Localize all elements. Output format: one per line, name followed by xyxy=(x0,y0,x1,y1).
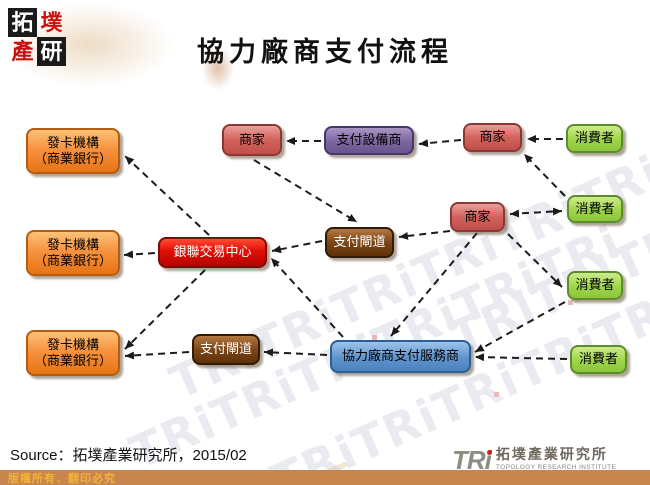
edge-gateway-2-to-issuer-3 xyxy=(124,351,190,360)
edge-gateway-1-to-unionpay xyxy=(271,240,323,254)
tri-logo-chinese: 拓墣產業研究所 xyxy=(495,447,608,463)
node-label: 發卡機構 xyxy=(46,336,99,352)
node-gateway-1: 支付閘道 xyxy=(325,227,394,258)
node-label: 消費者 xyxy=(578,351,618,367)
edge-merchant-3-to-consumer-3 xyxy=(507,233,563,288)
copyright-text: 版權所有．翻印必究 xyxy=(8,472,116,485)
edge-consumer-3-to-thirdparty xyxy=(474,301,566,353)
edge-thirdparty-to-unionpay xyxy=(270,257,344,338)
node-thirdparty-psp: 協力廠商支付服務商 xyxy=(330,340,471,373)
node-label: 協力廠商支付服務商 xyxy=(341,348,459,364)
node-label: 發卡機構 xyxy=(46,236,99,252)
node-label2: （商業銀行） xyxy=(33,253,112,268)
node-gateway-2: 支付閘道 xyxy=(192,334,260,365)
source-text: Source：拓墣產業研究所，2015/02 xyxy=(10,447,247,464)
edge-merchant-3-to-thirdparty xyxy=(390,232,478,337)
edge-merchant-2-to-equipment xyxy=(418,139,462,148)
node-equipment-vendor: 支付設備商 xyxy=(324,126,414,155)
tri-footer-logo: TRi 拓墣產業研究所 TOPOLOGY RESEARCH INSTITUTE xyxy=(452,444,642,475)
node-issuer-2: 發卡機構 （商業銀行） xyxy=(26,230,120,276)
node-merchant-1: 商家 xyxy=(222,124,282,156)
tri-logo-english: TOPOLOGY RESEARCH INSTITUTE xyxy=(495,463,617,471)
node-label: 發卡機構 xyxy=(46,134,99,150)
node-consumer-4: 消費者 xyxy=(570,345,627,374)
node-label2: （商業銀行） xyxy=(33,151,112,166)
node-label: 商家 xyxy=(479,129,506,145)
tri-logo-text: TRi xyxy=(452,444,492,475)
node-label: 銀聯交易中心 xyxy=(173,244,252,260)
node-label: 支付設備商 xyxy=(336,132,402,148)
node-consumer-2: 消費者 xyxy=(567,195,623,223)
node-issuer-3: 發卡機構 （商業銀行） xyxy=(26,330,120,376)
node-label2: （商業銀行） xyxy=(33,353,112,368)
edge-consumer-4-to-thirdparty xyxy=(474,353,568,362)
edge-unionpay-to-issuer-1 xyxy=(124,155,210,236)
node-label: 支付閘道 xyxy=(199,341,252,357)
tri-logo-red-dot-icon xyxy=(486,449,492,455)
edge-consumer-2-to-merchant-2 xyxy=(523,153,566,197)
edge-merchant-3-to-consumer-2 xyxy=(509,207,563,218)
node-label: 消費者 xyxy=(575,200,615,216)
node-merchant-3: 商家 xyxy=(450,202,505,232)
node-label: 商家 xyxy=(238,131,265,147)
node-consumer-1: 消費者 xyxy=(566,124,623,153)
node-label: 支付閘道 xyxy=(333,234,386,250)
node-merchant-2: 商家 xyxy=(463,123,522,152)
logo-char-1: 拓 xyxy=(8,8,37,37)
node-issuer-1: 發卡機構 （商業銀行） xyxy=(26,128,120,174)
node-consumer-3: 消費者 xyxy=(567,271,623,300)
edge-thirdparty-to-gateway-2 xyxy=(263,348,328,357)
page-title: 協力廠商支付流程 xyxy=(197,37,453,67)
edge-unionpay-to-issuer-2 xyxy=(123,250,156,259)
edge-merchant-1-to-gateway-1 xyxy=(253,159,358,223)
edge-unionpay-to-issuer-3 xyxy=(124,269,206,350)
logo-char-2: 墣 xyxy=(40,9,63,35)
node-label: 消費者 xyxy=(574,130,614,146)
edge-merchant-3-to-gateway-1 xyxy=(398,230,451,240)
topology-logo: 拓 墣 產 研 xyxy=(8,8,66,66)
logo-char-3: 產 xyxy=(11,38,34,64)
node-label: 商家 xyxy=(464,208,491,224)
logo-char-4: 研 xyxy=(37,37,66,66)
copyright-bar: 版權所有．翻印必究 xyxy=(0,470,650,485)
node-unionpay-center: 銀聯交易中心 xyxy=(158,237,267,268)
node-label: 消費者 xyxy=(575,277,615,293)
